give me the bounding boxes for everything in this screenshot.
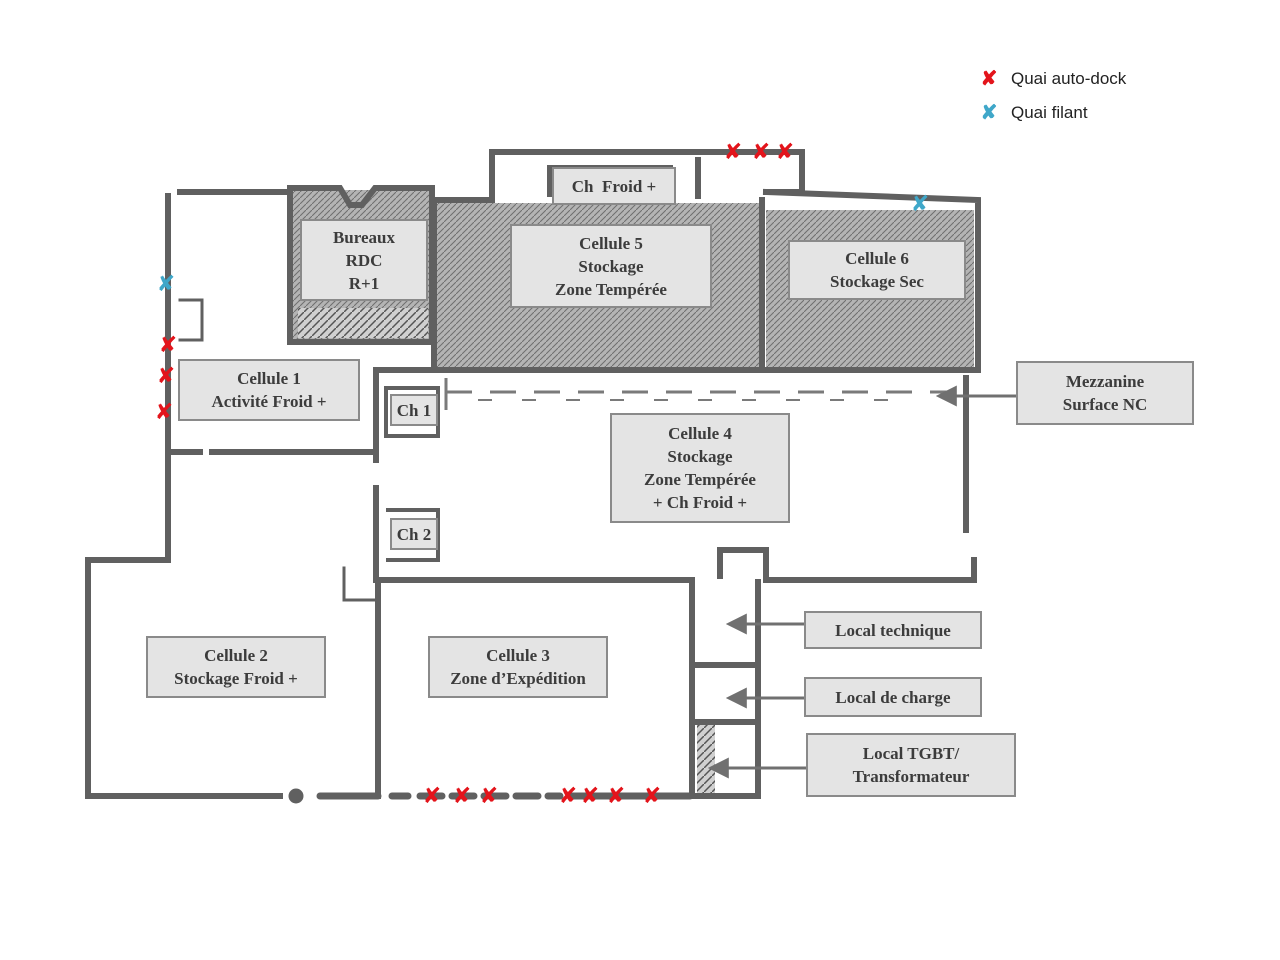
room-ch1: Ch 1 [390, 394, 438, 426]
legend-autodock-label: Quai auto-dock [1011, 68, 1127, 88]
annotation-local-tgbt-line2: Transformateur [852, 767, 970, 786]
autodock-dock-icon: ✘ [559, 784, 577, 809]
room-ch2-line1: Ch 2 [396, 524, 432, 544]
walls [85, 149, 981, 799]
room-cellule4: Cellule 4 Stockage Zone Tempérée + Ch Fr… [610, 413, 790, 523]
room-cellule3: Cellule 3 Zone d’Expédition [428, 636, 608, 698]
room-bureaux-line3: R+1 [348, 273, 380, 293]
room-cellule6-line2: Stockage Sec [830, 272, 924, 291]
filant-marker-icon: ✘ [980, 102, 998, 124]
annotation-mezzanine-line2: Surface NC [1062, 395, 1148, 414]
annotation-local-tgbt-line1: Local TGBT/ [862, 744, 960, 763]
room-cellule1-line2: Activité Froid + [211, 392, 327, 411]
room-cellule2-line2: Stockage Froid + [174, 669, 298, 688]
room-cellule5-line3: Zone Tempérée [555, 279, 667, 299]
room-cellule2-line1: Cellule 2 [204, 646, 268, 665]
autodock-dock-icon: ✘ [480, 784, 498, 809]
annotation-mezzanine: Mezzanine Surface NC [1016, 361, 1194, 425]
room-bureaux-line2: RDC [345, 250, 383, 270]
room-ch1-line1: Ch 1 [396, 400, 432, 420]
tgbt-hatch [697, 725, 715, 793]
annotation-local-charge-line1: Local de charge [835, 687, 951, 707]
autodock-dock-icon: ✘ [157, 364, 175, 389]
room-cellule1-line1: Cellule 1 [237, 369, 301, 388]
legend-filant: ✘ Quai filant [975, 100, 1088, 125]
autodock-marker-icon: ✘ [980, 68, 998, 90]
room-cellule4-line3: Zone Tempérée [644, 470, 756, 489]
room-ch-froid: Ch Froid + [552, 167, 676, 205]
room-cellule4-line4: + Ch Froid + [652, 493, 748, 512]
annotation-local-tgbt: Local TGBT/ Transformateur [806, 733, 1016, 797]
room-bureaux-line1: Bureaux [332, 227, 396, 247]
autodock-dock-icon: ✘ [607, 784, 625, 809]
room-bureaux: Bureaux RDC R+1 [300, 219, 428, 301]
legend-autodock: ✘ Quai auto-dock [975, 66, 1127, 91]
room-cellule5-line2: Stockage [578, 256, 644, 276]
annotation-mezzanine-line1: Mezzanine [1065, 372, 1145, 391]
dock-markers: ✘✘✘✘✘✘✘✘✘✘✘✘✘✘✘ [155, 140, 929, 809]
autodock-dock-icon: ✘ [752, 140, 770, 165]
room-ch-froid-line1: Ch Froid + [571, 176, 657, 196]
autodock-dock-icon: ✘ [581, 784, 599, 809]
room-cellule6-line1: Cellule 6 [845, 249, 909, 268]
stair-hatch [298, 308, 428, 338]
room-cellule2: Cellule 2 Stockage Froid + [146, 636, 326, 698]
autodock-dock-icon: ✘ [155, 400, 173, 425]
room-cellule4-line2: Stockage [667, 447, 733, 466]
room-cellule3-line1: Cellule 3 [486, 646, 550, 665]
autodock-dock-icon: ✘ [724, 140, 742, 165]
annotation-local-technique: Local technique [804, 611, 982, 649]
filant-dock-icon: ✘ [911, 192, 929, 217]
autodock-dock-icon: ✘ [423, 784, 441, 809]
autodock-dock-icon: ✘ [453, 784, 471, 809]
annotation-local-charge: Local de charge [804, 677, 982, 717]
room-cellule1: Cellule 1 Activité Froid + [178, 359, 360, 421]
room-cellule4-line1: Cellule 4 [668, 424, 732, 443]
annotation-local-technique-line1: Local technique [835, 620, 951, 640]
room-ch2: Ch 2 [390, 518, 438, 550]
autodock-dock-icon: ✘ [776, 140, 794, 165]
bottom-dock-wall [288, 788, 694, 804]
room-cellule6: Cellule 6 Stockage Sec [788, 240, 966, 300]
autodock-dock-icon: ✘ [159, 333, 177, 358]
room-cellule5: Cellule 5 Stockage Zone Tempérée [510, 224, 712, 308]
room-cellule3-line2: Zone d’Expédition [450, 669, 586, 688]
legend-filant-label: Quai filant [1011, 102, 1088, 122]
mezzanine-outline [444, 378, 960, 410]
filant-dock-icon: ✘ [157, 272, 175, 297]
arrows [707, 385, 1016, 779]
legend: ✘ Quai auto-dock ✘ Quai filant [975, 66, 1195, 130]
autodock-dock-icon: ✘ [643, 784, 661, 809]
room-cellule5-line1: Cellule 5 [579, 233, 643, 253]
